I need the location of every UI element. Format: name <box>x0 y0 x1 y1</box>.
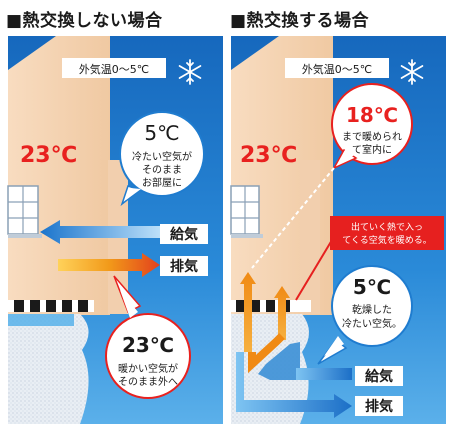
right-snowflake-icon <box>400 59 424 85</box>
right-note-line2: てくる空気を暖める。 <box>342 234 432 246</box>
right-note-line1: 出ていく熱で入っ <box>351 221 423 233</box>
right-supply-label-box <box>355 366 403 386</box>
right-cold-bubble: 5℃ 乾燥した 冷たい空気。 <box>317 265 413 365</box>
left-exhaust-arrow <box>58 253 160 277</box>
right-warm-bubble-line2: て室内に <box>352 143 392 156</box>
right-supply-arrow <box>258 342 352 380</box>
left-warm-bubble-line1: 暖かい空気が <box>118 362 178 375</box>
right-exhaust-arrow <box>236 352 352 418</box>
left-insulation <box>8 314 89 424</box>
right-warm-pointer <box>251 167 335 269</box>
left-supply-label: 給気 <box>170 226 198 243</box>
left-cold-bubble-line2: そのまま <box>142 164 182 176</box>
left-indoor-temp: 23℃ <box>20 143 77 168</box>
left-vent-blocks <box>14 300 88 312</box>
left-warm-bubble: 23℃ 暖かい空気が そのまま外へ <box>105 275 191 399</box>
left-heading: ■熱交換しない場合 <box>6 11 163 31</box>
left-warm-bubble-temp: 23℃ <box>122 333 174 357</box>
right-outside-temp: 外気温0〜5℃ <box>302 62 372 76</box>
right-exhaust-label-box <box>355 396 403 416</box>
right-outside-temp-box <box>285 58 389 78</box>
right-note-box <box>330 216 444 250</box>
left-panel: 外気温0〜5℃ 23℃ 5℃ 冷たい空気が そのまま お部屋に <box>7 36 223 424</box>
left-warm-bubble-line2: そのまま外へ <box>118 376 178 388</box>
left-exhaust-label-box <box>160 256 208 276</box>
left-snowflake-icon <box>178 59 202 85</box>
left-outside-temp-box <box>62 58 166 78</box>
right-indoor-temp: 23℃ <box>240 143 297 168</box>
right-window <box>230 185 263 238</box>
left-window <box>7 185 42 238</box>
right-note-pointer <box>295 239 333 301</box>
left-floor-band <box>8 314 74 326</box>
right-cold-bubble-line1: 乾燥した <box>352 303 392 316</box>
left-cold-bubble-line3: お部屋に <box>142 176 182 189</box>
left-house-wall <box>8 36 110 315</box>
right-warm-bubble-line1: まで暖められ <box>342 130 402 143</box>
right-heading: ■熱交換する場合 <box>230 11 370 31</box>
right-supply-label: 給気 <box>365 368 393 385</box>
right-exhaust-label: 排気 <box>365 398 393 415</box>
left-cold-bubble-temp: 5℃ <box>144 121 179 145</box>
right-warm-return-arrows <box>240 272 290 374</box>
right-warm-bubble: 18℃ まで暖められ て室内に <box>331 83 413 170</box>
right-cold-bubble-temp: 5℃ <box>353 275 391 299</box>
right-panel: 外気温0〜5℃ 23℃ 18℃ まで暖められ て室内に 出ていく熱で入っ て <box>230 36 446 424</box>
left-supply-label-box <box>160 224 208 244</box>
right-wall-edge <box>300 160 320 314</box>
left-outside-temp: 外気温0〜5℃ <box>79 62 149 76</box>
left-cold-bubble-line1: 冷たい空気が <box>132 150 192 163</box>
left-cold-bubble: 5℃ 冷たい空気が そのまま お部屋に <box>119 111 205 207</box>
left-supply-arrow <box>40 220 162 244</box>
right-cold-bubble-line2: 冷たい空気。 <box>342 317 402 330</box>
right-warm-bubble-temp: 18℃ <box>346 103 398 127</box>
left-exhaust-label: 排気 <box>170 258 198 275</box>
